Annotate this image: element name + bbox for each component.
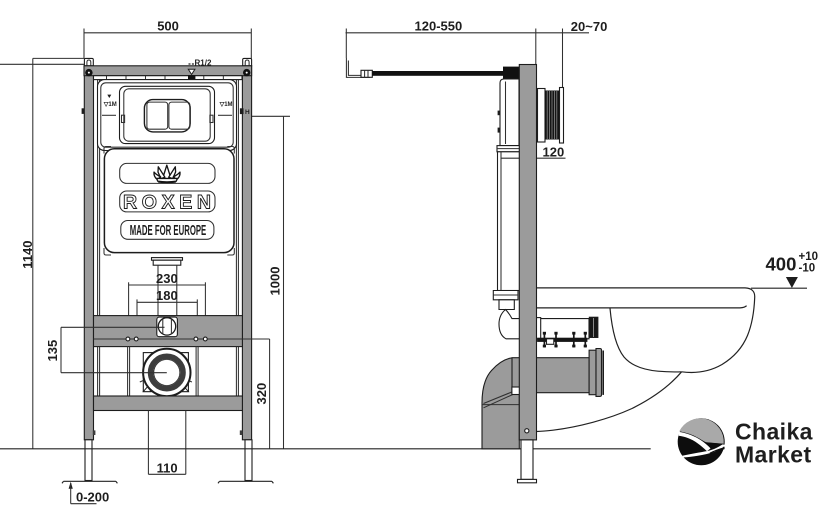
svg-text:▽1M: ▽1M	[103, 102, 117, 108]
svg-text:+10: +10	[799, 251, 819, 263]
svg-text:120-550: 120-550	[415, 19, 463, 34]
svg-text:120: 120	[543, 144, 565, 159]
svg-text:20~70: 20~70	[571, 19, 608, 34]
svg-text:500: 500	[157, 18, 179, 33]
svg-text:Market: Market	[735, 441, 812, 467]
svg-text:H: H	[245, 109, 250, 116]
svg-text:110: 110	[157, 460, 178, 475]
svg-text:R1/2: R1/2	[195, 58, 212, 67]
svg-text:400: 400	[766, 254, 797, 275]
svg-text:MADE FOR EUROPE: MADE FOR EUROPE	[130, 222, 207, 239]
svg-text:0-200: 0-200	[76, 489, 109, 504]
svg-text:1140: 1140	[20, 240, 35, 268]
svg-text:320: 320	[254, 383, 269, 405]
svg-text:ROXEN: ROXEN	[123, 192, 211, 214]
svg-text:230: 230	[156, 271, 178, 286]
svg-text:Chaika: Chaika	[735, 419, 813, 445]
svg-text:1000: 1000	[268, 267, 283, 296]
svg-text:▽1M: ▽1M	[219, 102, 233, 108]
svg-text:-10: -10	[799, 263, 816, 275]
svg-text:135: 135	[45, 340, 60, 362]
svg-text:180: 180	[156, 288, 178, 303]
